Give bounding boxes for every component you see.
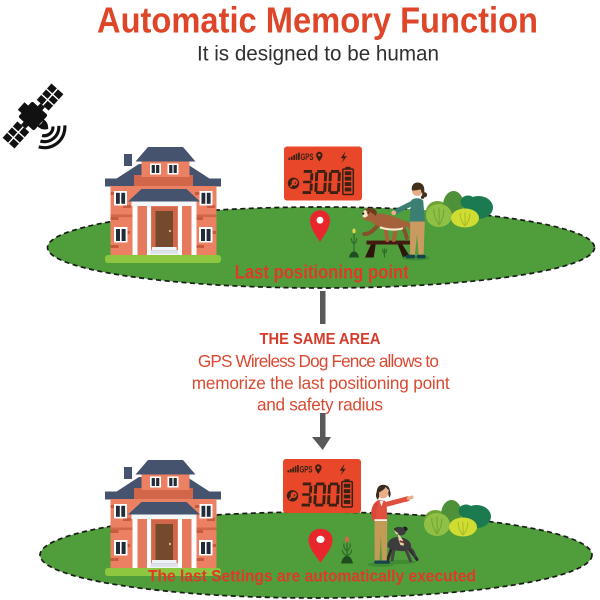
svg-text:Last positioning point: Last positioning point xyxy=(235,263,410,284)
svg-text:and safety radius: and safety radius xyxy=(257,395,383,415)
svg-text:THE SAME AREA: THE SAME AREA xyxy=(260,331,381,348)
svg-text:GPS Wireless Dog Fence allows: GPS Wireless Dog Fence allows to xyxy=(198,351,439,371)
svg-text:It is designed to be human: It is designed to be human xyxy=(197,43,439,66)
svg-text:memorize the last positioning: memorize the last positioning point xyxy=(192,373,450,393)
svg-text:Automatic Memory Function: Automatic Memory Function xyxy=(97,0,538,41)
svg-text:The last Settings are automati: The last Settings are automatically exec… xyxy=(148,568,476,586)
